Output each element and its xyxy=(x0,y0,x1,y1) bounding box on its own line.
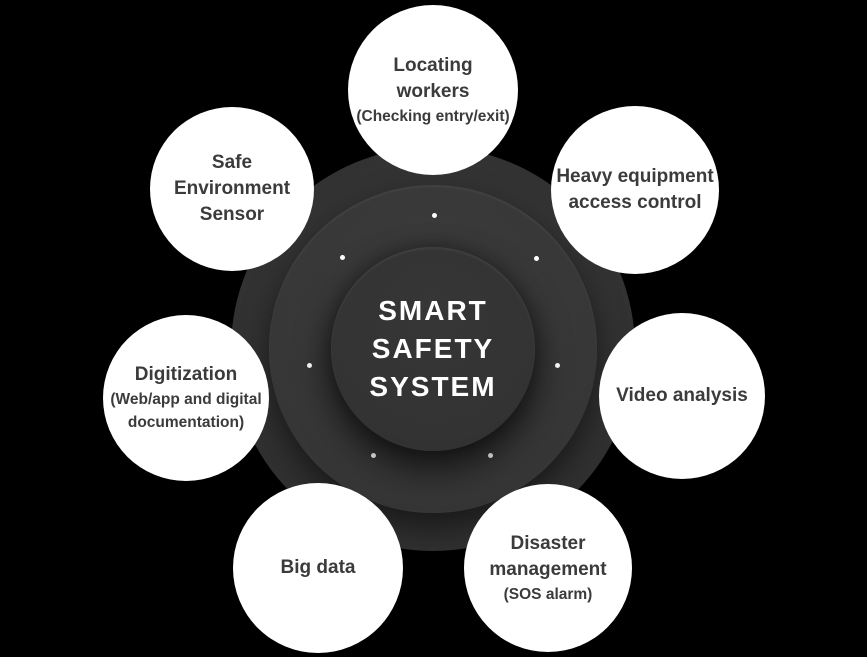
orbit-dot-top-left xyxy=(340,255,345,260)
node-sublabel-line: (Checking entry/exit) xyxy=(356,107,510,125)
orbit-dot-top-right xyxy=(534,256,539,261)
node-label-line: access control xyxy=(568,192,702,213)
node-label-line: Safe xyxy=(211,152,253,173)
node-label-line: Big data xyxy=(280,557,356,578)
hub-title-line: SMART xyxy=(378,295,488,326)
node-label-line: Video analysis xyxy=(616,385,748,406)
orbit-dot-top xyxy=(432,213,437,218)
orbit-dot-right xyxy=(555,363,560,368)
node-label-line: Disaster xyxy=(510,532,586,554)
orbit-dot-bottom-left xyxy=(371,453,376,458)
node-video-analysis: Video analysis xyxy=(599,313,765,479)
hub-title-line: SAFETY xyxy=(371,333,495,364)
node-sublabel-line: (Web/app and digital xyxy=(110,391,262,408)
node-safe-environment-sensor: Safe Environment Sensor xyxy=(150,107,314,271)
node-locating-workers: Locating workers (Checking entry/exit) xyxy=(348,5,518,175)
node-digitization: Digitization (Web/app and digital docume… xyxy=(103,315,269,481)
node-sublabel-line: documentation) xyxy=(127,414,245,431)
orbit-dot-bottom-right xyxy=(488,453,493,458)
node-label-line: Locating xyxy=(393,54,473,76)
node-label-line: management xyxy=(489,558,607,580)
orbit-dot-left xyxy=(307,363,312,368)
node-heavy-equipment-access-control: Heavy equipment access control xyxy=(551,106,719,274)
node-disaster-management: Disaster management (SOS alarm) xyxy=(464,484,632,652)
hub-title-line: SYSTEM xyxy=(369,371,497,402)
node-sublabel-line: (SOS alarm) xyxy=(503,585,593,603)
hub-core: SMART SAFETY SYSTEM xyxy=(331,247,535,451)
node-label-line: Digitization xyxy=(134,364,238,385)
node-label-line: workers xyxy=(396,80,470,102)
node-big-data: Big data xyxy=(233,483,403,653)
node-label-line: Environment xyxy=(173,178,291,199)
node-label-line: Sensor xyxy=(199,204,265,225)
node-label-line: Heavy equipment xyxy=(556,166,714,187)
